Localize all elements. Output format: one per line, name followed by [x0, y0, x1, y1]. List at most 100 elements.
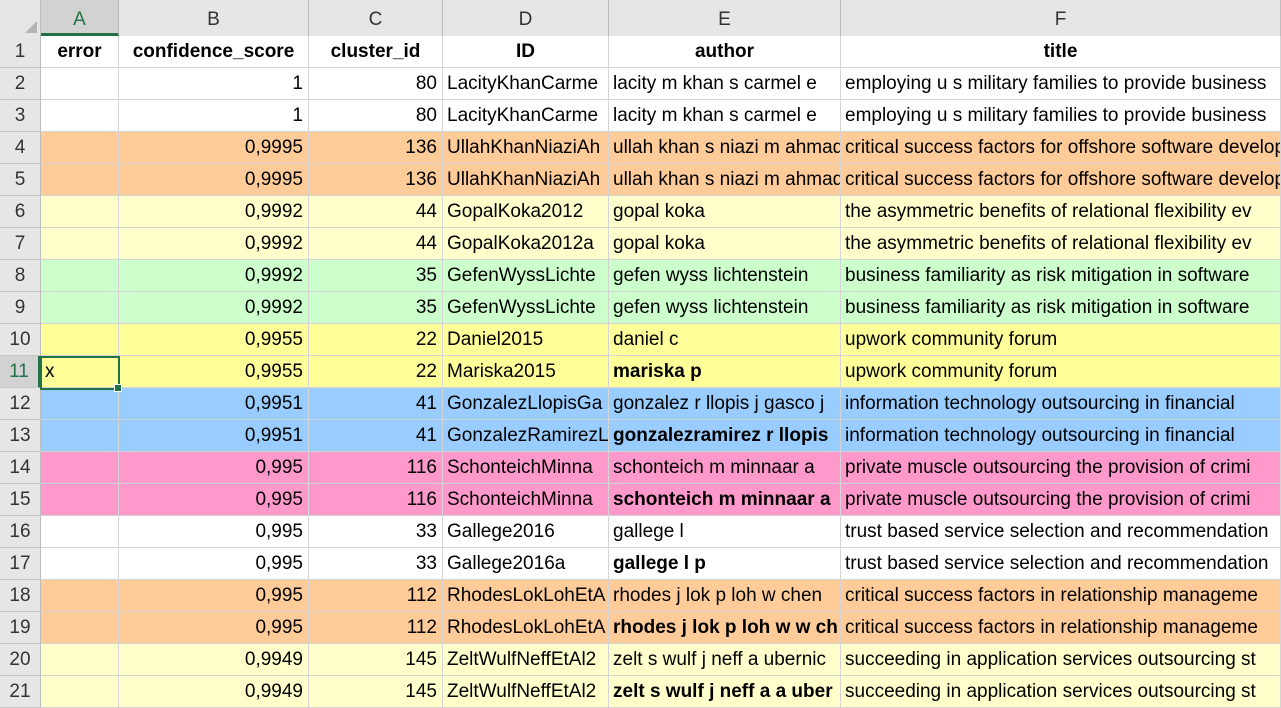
cell-confidence-score[interactable]: 0,9992 [119, 196, 309, 228]
cell-confidence-score[interactable]: 0,9949 [119, 676, 309, 708]
cell-cluster-id[interactable]: 22 [309, 324, 443, 356]
cell-confidence-score[interactable]: 1 [119, 68, 309, 100]
cell-id[interactable]: Gallege2016a [443, 548, 609, 580]
row-header-4[interactable]: 4 [0, 132, 41, 164]
cell-confidence-score[interactable]: 0,995 [119, 452, 309, 484]
cell-id[interactable]: RhodesLokLohEtA [443, 612, 609, 644]
row-header-14[interactable]: 14 [0, 452, 41, 484]
row-header-5[interactable]: 5 [0, 164, 41, 196]
cell-title[interactable]: critical success factors in relationship… [841, 580, 1281, 612]
row-header-6[interactable]: 6 [0, 196, 41, 228]
cell-author[interactable]: gonzalez r llopis j gasco j [609, 388, 841, 420]
cell-error[interactable] [41, 260, 119, 292]
cell-error[interactable] [41, 548, 119, 580]
cell-confidence-score[interactable]: 0,9949 [119, 644, 309, 676]
cell-id[interactable]: GopalKoka2012 [443, 196, 609, 228]
cell-confidence-score[interactable]: 1 [119, 100, 309, 132]
cell-error[interactable] [41, 68, 119, 100]
cell-author[interactable]: gallege l p [609, 548, 841, 580]
row-header-8[interactable]: 8 [0, 260, 41, 292]
cell-author[interactable]: daniel c [609, 324, 841, 356]
cell-author[interactable]: gopal koka [609, 196, 841, 228]
cell-author[interactable]: mariska p [609, 356, 841, 388]
row-header-7[interactable]: 7 [0, 228, 41, 260]
cell-title[interactable]: trust based service selection and recomm… [841, 548, 1281, 580]
header-cell-ID[interactable]: ID [443, 36, 609, 68]
cell-title[interactable]: private muscle outsourcing the provision… [841, 484, 1281, 516]
cell-error[interactable] [41, 420, 119, 452]
row-header-13[interactable]: 13 [0, 420, 41, 452]
cell-cluster-id[interactable]: 35 [309, 292, 443, 324]
cell-title[interactable]: employing u s military families to provi… [841, 100, 1281, 132]
cell-confidence-score[interactable]: 0,995 [119, 516, 309, 548]
cell-cluster-id[interactable]: 33 [309, 516, 443, 548]
cell-author[interactable]: schonteich m minnaar a [609, 452, 841, 484]
cell-error[interactable] [41, 132, 119, 164]
cell-id[interactable]: GefenWyssLichte [443, 292, 609, 324]
cell-cluster-id[interactable]: 112 [309, 580, 443, 612]
column-header-b[interactable]: B [119, 0, 309, 36]
cell-error[interactable] [41, 228, 119, 260]
cell-title[interactable]: the asymmetric benefits of relational fl… [841, 196, 1281, 228]
cell-confidence-score[interactable]: 0,9995 [119, 132, 309, 164]
select-all-corner[interactable] [0, 0, 41, 36]
cell-confidence-score[interactable]: 0,9955 [119, 324, 309, 356]
row-header-16[interactable]: 16 [0, 516, 41, 548]
column-header-a[interactable]: A [41, 0, 119, 36]
cell-id[interactable]: GopalKoka2012a [443, 228, 609, 260]
row-header-2[interactable]: 2 [0, 68, 41, 100]
cell-error[interactable] [41, 612, 119, 644]
cell-id[interactable]: GefenWyssLichte [443, 260, 609, 292]
cell-title[interactable]: employing u s military families to provi… [841, 68, 1281, 100]
row-header-3[interactable]: 3 [0, 100, 41, 132]
row-header-9[interactable]: 9 [0, 292, 41, 324]
cell-cluster-id[interactable]: 22 [309, 356, 443, 388]
header-cell-title[interactable]: title [841, 36, 1281, 68]
cell-author[interactable]: gopal koka [609, 228, 841, 260]
cell-error[interactable] [41, 644, 119, 676]
cell-title[interactable]: private muscle outsourcing the provision… [841, 452, 1281, 484]
cell-id[interactable]: Daniel2015 [443, 324, 609, 356]
cell-id[interactable]: ZeltWulfNeffEtAl2 [443, 676, 609, 708]
cell-cluster-id[interactable]: 44 [309, 196, 443, 228]
cell-error[interactable] [41, 164, 119, 196]
cell-cluster-id[interactable]: 112 [309, 612, 443, 644]
column-header-e[interactable]: E [609, 0, 841, 36]
cell-cluster-id[interactable]: 116 [309, 484, 443, 516]
cell-author[interactable]: ullah khan s niazi m ahmad [609, 132, 841, 164]
cell-title[interactable]: information technology outsourcing in fi… [841, 420, 1281, 452]
cell-error[interactable] [41, 516, 119, 548]
cell-author[interactable]: ullah khan s niazi m ahmad [609, 164, 841, 196]
row-header-17[interactable]: 17 [0, 548, 41, 580]
cell-cluster-id[interactable]: 145 [309, 644, 443, 676]
cell-error[interactable] [41, 484, 119, 516]
cell-cluster-id[interactable]: 44 [309, 228, 443, 260]
row-header-15[interactable]: 15 [0, 484, 41, 516]
cell-error[interactable] [41, 452, 119, 484]
cell-error[interactable] [41, 196, 119, 228]
cell-author[interactable]: schonteich m minnaar a [609, 484, 841, 516]
cell-confidence-score[interactable]: 0,995 [119, 548, 309, 580]
cell-confidence-score[interactable]: 0,995 [119, 612, 309, 644]
cell-cluster-id[interactable]: 41 [309, 420, 443, 452]
column-header-f[interactable]: F [841, 0, 1281, 36]
cell-confidence-score[interactable]: 0,9955 [119, 356, 309, 388]
cell-title[interactable]: critical success factors in relationship… [841, 612, 1281, 644]
cell-title[interactable]: upwork community forum [841, 324, 1281, 356]
header-cell-author[interactable]: author [609, 36, 841, 68]
cell-error[interactable] [41, 292, 119, 324]
cell-id[interactable]: Mariska2015 [443, 356, 609, 388]
cell-title[interactable]: critical success factors for offshore so… [841, 132, 1281, 164]
cell-id[interactable]: UllahKhanNiaziAh [443, 132, 609, 164]
cell-confidence-score[interactable]: 0,9951 [119, 420, 309, 452]
cell-confidence-score[interactable]: 0,9992 [119, 292, 309, 324]
cell-id[interactable]: SchonteichMinna [443, 452, 609, 484]
cell-author[interactable]: rhodes j lok p loh w chen [609, 580, 841, 612]
cell-author[interactable]: rhodes j lok p loh w w ch [609, 612, 841, 644]
cell-cluster-id[interactable]: 35 [309, 260, 443, 292]
cell-cluster-id[interactable]: 145 [309, 676, 443, 708]
cell-id[interactable]: Gallege2016 [443, 516, 609, 548]
cell-confidence-score[interactable]: 0,9951 [119, 388, 309, 420]
cell-confidence-score[interactable]: 0,995 [119, 484, 309, 516]
cell-cluster-id[interactable]: 80 [309, 68, 443, 100]
